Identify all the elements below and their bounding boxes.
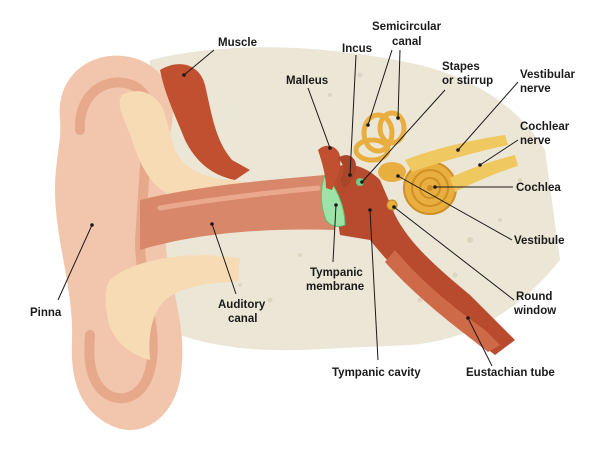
eustachian-tube-shape bbox=[385, 250, 500, 352]
label-semicircular-canal-1: Semicircular bbox=[372, 21, 442, 33]
cartilage-lower bbox=[105, 255, 240, 360]
bone-texture bbox=[238, 72, 522, 303]
label-tympanic-membrane-1: Tympanic bbox=[310, 267, 363, 279]
auditory-canal-highlight bbox=[157, 185, 321, 211]
label-cochlear-nerve-2: nerve bbox=[520, 135, 551, 147]
label-auditory-canal-1: Auditory bbox=[218, 299, 266, 311]
vestibular-nerve-shape bbox=[405, 135, 508, 172]
vestibule-shape bbox=[378, 162, 406, 182]
malleus-shape bbox=[318, 145, 341, 190]
label-pinna: Pinna bbox=[30, 307, 62, 319]
label-vestibular-nerve-1: Vestibular bbox=[520, 69, 575, 81]
label-vestibular-nerve-2: nerve bbox=[520, 83, 551, 95]
label-vestibule: Vestibule bbox=[514, 235, 565, 247]
label-malleus: Malleus bbox=[286, 75, 328, 87]
muscle-shape bbox=[160, 64, 250, 180]
stapes-shape bbox=[356, 178, 364, 186]
label-auditory-canal-2: canal bbox=[228, 313, 257, 325]
label-semicircular-canal-2: canal bbox=[392, 36, 421, 48]
incus-shape bbox=[338, 155, 356, 188]
label-stapes-2: or stirrup bbox=[442, 75, 493, 87]
leader-lines bbox=[57, 49, 519, 367]
semicircular-canal-shape bbox=[353, 110, 407, 163]
label-tympanic-cavity: Tympanic cavity bbox=[332, 367, 421, 379]
label-tympanic-membrane-2: membrane bbox=[306, 281, 364, 293]
label-stapes-1: Stapes bbox=[442, 61, 480, 73]
label-cochlear-nerve-1: Cochlear bbox=[520, 121, 570, 133]
label-incus: Incus bbox=[342, 43, 372, 55]
label-round-window-2: window bbox=[513, 305, 556, 317]
auditory-canal-shape bbox=[140, 175, 335, 250]
cartilage-upper bbox=[119, 91, 245, 206]
cochlear-nerve-shape bbox=[450, 155, 518, 192]
label-cochlea: Cochlea bbox=[516, 182, 561, 194]
label-eustachian-tube: Eustachian tube bbox=[466, 367, 555, 379]
label-round-window-1: Round bbox=[516, 291, 552, 303]
middle-ear-cavity bbox=[330, 164, 515, 355]
label-muscle: Muscle bbox=[218, 37, 257, 49]
